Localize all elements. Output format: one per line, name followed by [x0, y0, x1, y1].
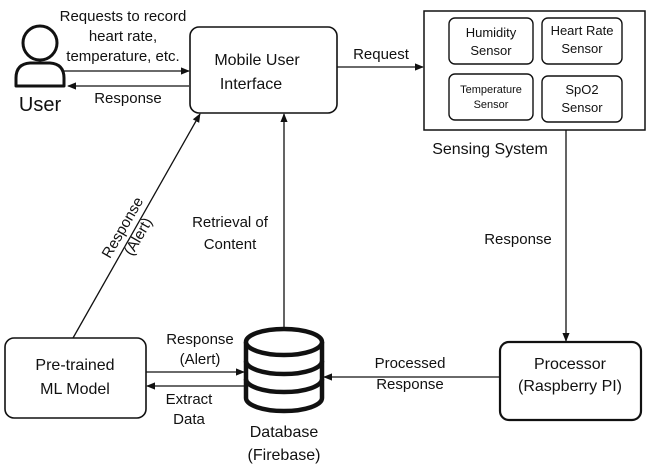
mobile-ui-label-line2: Interface — [220, 76, 282, 93]
mobile-ui-node — [189, 26, 338, 114]
heart-rate-sensor-line1: Heart Rate — [551, 23, 614, 38]
humidity-sensor-line2: Sensor — [470, 43, 512, 58]
extract-data-label-line1: Extract — [166, 391, 214, 408]
sensing-response-label: Response — [484, 231, 552, 248]
user-label: User — [19, 94, 62, 116]
user-icon — [14, 24, 66, 88]
ui-response-label: Response — [94, 90, 162, 107]
database-label-line2: (Firebase) — [248, 447, 321, 464]
user-request-label-line1: Requests to record — [60, 8, 187, 25]
spo2-sensor-node — [541, 75, 623, 123]
user-request-label-line3: temperature, etc. — [66, 48, 179, 65]
ml-model-label-line2: ML Model — [40, 381, 110, 398]
sensing-system-label: Sensing System — [432, 141, 548, 158]
mobile-ui-label-line1: Mobile User — [214, 52, 300, 69]
humidity-sensor-node — [448, 17, 534, 65]
spo2-sensor-line2: Sensor — [561, 100, 603, 115]
db-response-label-line2: (Alert) — [180, 351, 221, 368]
retrieval-label-line1: Retrieval of — [192, 214, 269, 231]
database-label-line1: Database — [250, 424, 319, 441]
temperature-sensor-line1: Temperature — [460, 84, 522, 96]
spo2-sensor-line1: SpO2 — [565, 82, 598, 97]
heart-rate-sensor-line2: Sensor — [561, 41, 603, 56]
ml-model-node — [4, 337, 147, 419]
temperature-sensor-node — [448, 73, 534, 121]
ml-model-label-line1: Pre-trained — [35, 357, 114, 374]
user-request-label-line2: heart rate, — [89, 28, 157, 45]
db-response-label-line1: Response — [166, 331, 234, 348]
heart-rate-sensor-node — [541, 17, 623, 65]
ml-response-label-group: Response (Alert) — [99, 194, 156, 261]
processor-label-line1: Processor — [534, 356, 607, 373]
retrieval-label-line2: Content — [204, 236, 257, 253]
processor-node — [498, 340, 643, 422]
humidity-sensor-line1: Humidity — [466, 25, 517, 40]
extract-data-label-line2: Data — [173, 411, 205, 428]
ui-request-label: Request — [353, 46, 410, 63]
processed-response-label-line1: Processed — [375, 355, 446, 372]
processed-response-label-line2: Response — [376, 376, 444, 393]
temperature-sensor-line2: Sensor — [474, 99, 509, 111]
ml-response-arrow — [72, 113, 201, 339]
processor-label-line2: (Raspberry PI) — [518, 378, 622, 395]
database-icon — [243, 326, 325, 414]
